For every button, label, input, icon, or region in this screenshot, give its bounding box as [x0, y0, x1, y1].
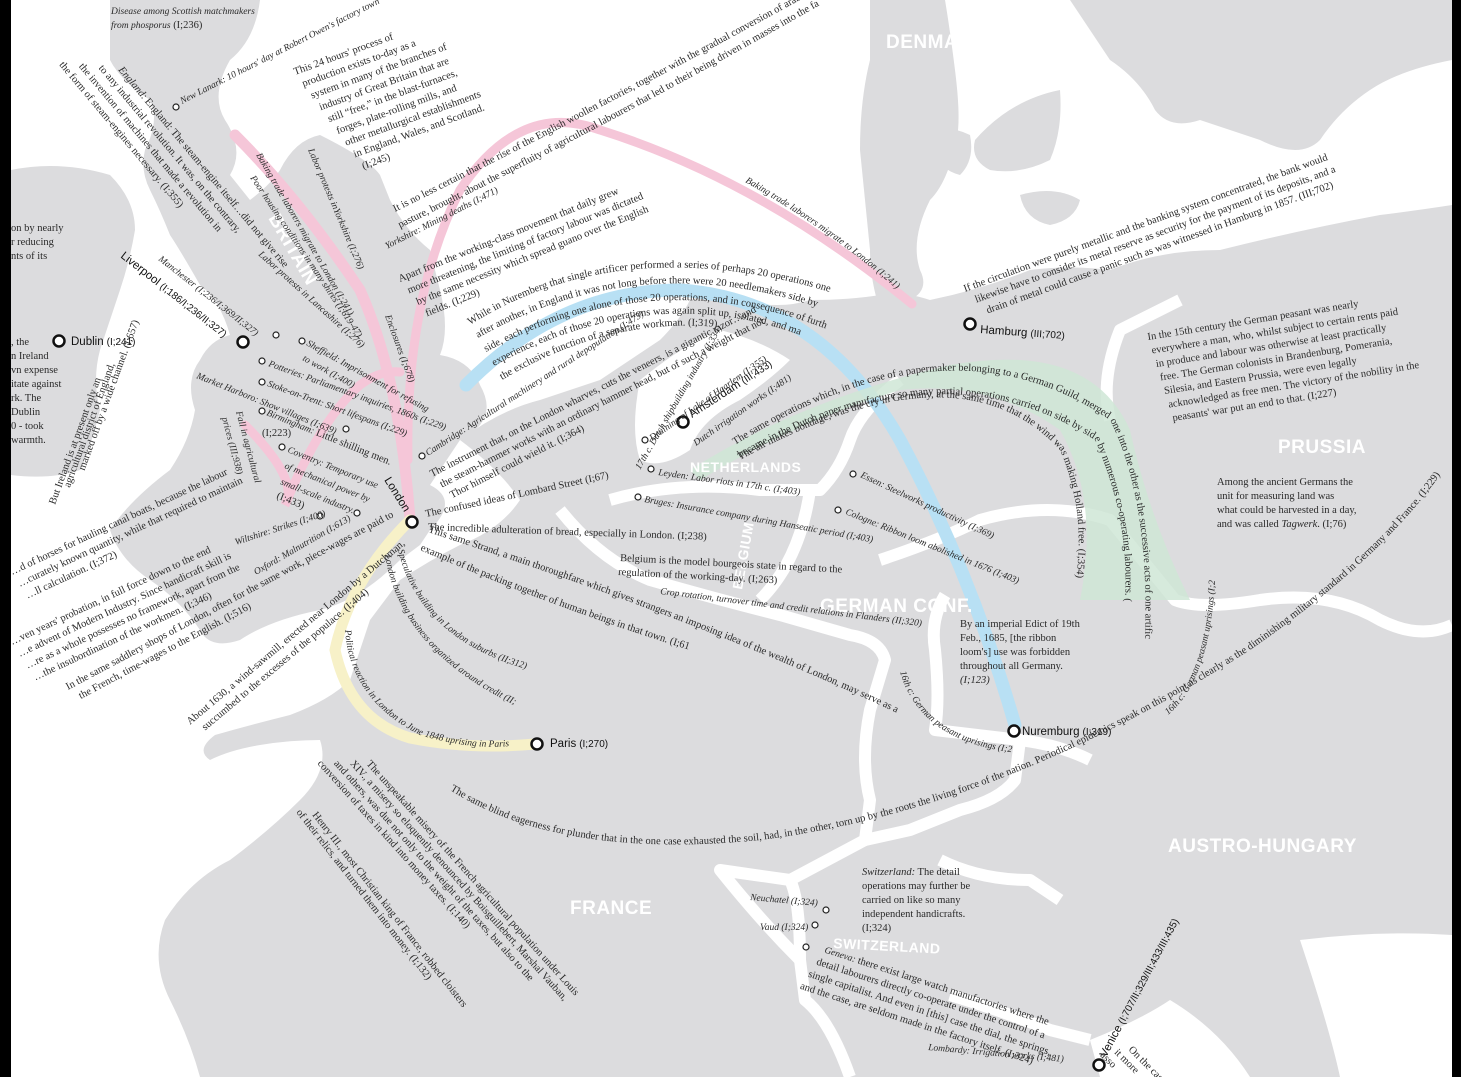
route-green-papermaker	[690, 359, 1190, 600]
continent-landmass	[158, 205, 1453, 1077]
country-german-conf: GERMAN CONF.	[820, 596, 973, 617]
note-birmingham-2: (I;223)	[262, 428, 292, 439]
place-markers	[172, 103, 857, 951]
city-marker-amsterdam	[676, 415, 690, 429]
sea-inlets	[635, 0, 1452, 1077]
city-label-hamburg: Hamburg(III;702)	[980, 324, 1065, 342]
city-marker-venice	[1092, 1058, 1106, 1072]
scandinavia-landmass	[1070, 0, 1452, 150]
city-label-nuremburg: Nuremburg(I;319)	[1022, 726, 1111, 738]
city-label-dublin: Dublin(I;241)	[71, 336, 136, 348]
country-switzerland: SWITZERLAND	[833, 935, 941, 957]
island-1	[974, 90, 1061, 172]
quote-switzerland: Switzerland: The detail operations may f…	[862, 867, 971, 934]
country-denmark: DENMARK	[886, 32, 987, 53]
country-france: FRANCE	[570, 898, 652, 919]
ireland-landmass	[11, 166, 135, 477]
note-scottish: Disease among Scottish matchmakers	[110, 7, 255, 17]
quote-peasant15: In the 15th century the German peasant w…	[1147, 299, 1421, 424]
britain-landmass	[110, 0, 487, 644]
route-ribbons	[229, 118, 1190, 752]
city-marker-london	[405, 515, 419, 529]
city-label-paris: Paris(I;270)	[550, 738, 608, 750]
note-scottish-2: from phosporus (I;236)	[111, 20, 203, 31]
city-marker-dublin	[52, 334, 66, 348]
route-pink-north	[403, 118, 917, 465]
quote-tagwerk: Among the ancient Germans the unit for m…	[1217, 477, 1357, 530]
country-netherlands: NETHERLANDS	[690, 459, 801, 475]
country-borders	[555, 294, 1455, 1077]
right-black-border	[1452, 0, 1461, 1077]
country-prussia: PRUSSIA	[1278, 437, 1366, 458]
city-marker-hamburg	[963, 317, 977, 331]
route-yellow-paris	[329, 514, 541, 752]
route-blue-nuremberg	[459, 283, 1022, 732]
city-marker-liverpool	[236, 335, 250, 349]
city-markers	[52, 317, 1106, 1072]
land-masses	[11, 0, 1453, 1077]
island-3	[1020, 191, 1080, 225]
city-marker-paris	[530, 737, 544, 751]
note-vaud: Vaud (I;324)	[760, 922, 808, 933]
quote-edict: By an imperial Edict of 19th Feb., 1685,…	[960, 619, 1080, 686]
quote-left-cut-2: , the n Ireland vn expense itate against…	[11, 337, 62, 446]
quote-left-cut-1: on by nearly r reducing nts of its	[11, 223, 64, 262]
route-pink-britain	[229, 129, 416, 526]
island-2	[930, 128, 972, 175]
country-austro-hungary: AUSTRO-HUNGARY	[1168, 836, 1357, 857]
city-marker-nuremburg	[1007, 724, 1021, 738]
left-black-border	[0, 0, 11, 1077]
denmark-landmass	[860, 0, 959, 310]
route-pink-midlands	[240, 367, 405, 508]
